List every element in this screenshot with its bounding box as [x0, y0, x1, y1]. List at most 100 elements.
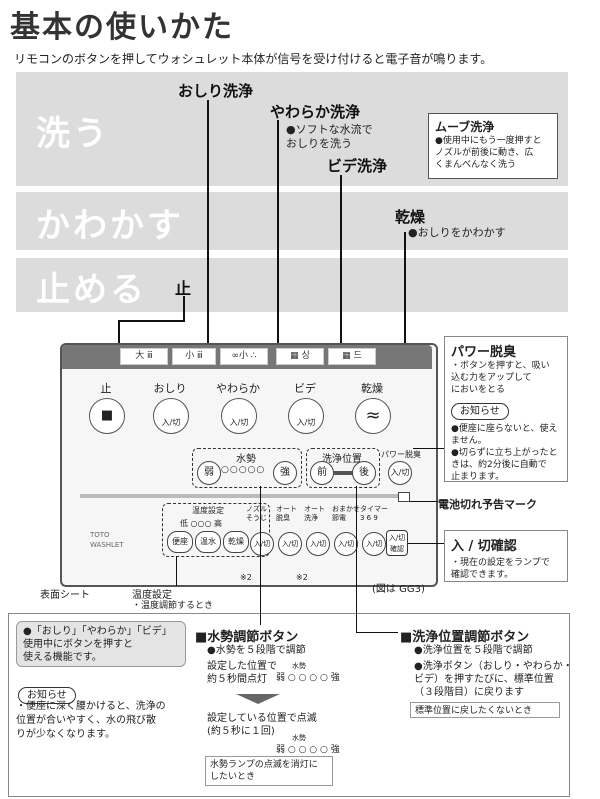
tab-small[interactable]: 小 ⅲ [172, 348, 216, 365]
label-temp-sub: ・温度調節するとき [132, 601, 214, 611]
position-section-title: ■洗浄位置調節ボタン [400, 630, 530, 645]
yawaraka-button[interactable]: 入/切 [221, 398, 257, 434]
power-panel: パワー脱臭 ・ボタンを押すと、吸い 込む力をアップして においをとる お知らせ … [444, 336, 568, 482]
callout-kanso: 乾燥 [395, 208, 426, 226]
scale-1: 弱 ○ ○ ○ ○ 強 [276, 673, 340, 683]
water-section-title: ■水勢調節ボタン [195, 630, 299, 645]
label-temp: 温度設定 [132, 590, 172, 601]
callout-stop: 止 [175, 279, 192, 298]
callout-bidet: ビデ洗浄 [327, 157, 388, 175]
water-level-dots: ○○○○○ [221, 465, 266, 475]
label-timer: タイマー 3 6 9 [360, 505, 388, 522]
tab-eco-small[interactable]: ∞小 ∴ [220, 348, 268, 365]
scale-top-1: 水勢 [292, 662, 306, 670]
band-stop: 止める [16, 258, 568, 312]
note2-right: ※2 [296, 573, 308, 582]
battery-label: 電池切れ予告マーク [438, 498, 537, 511]
position-step3: 標準位置に戻したくないとき [410, 702, 560, 718]
power-panel-notes: ●便座に座らないと、使え ません。 ●切らずに立ち上がったと きは、約2分後に自… [451, 424, 558, 482]
move-wash-box: ムーブ洗浄 ●使用中にもう一度押すと ノズルが前後に動き、広 くまんべんなく洗う [428, 113, 558, 179]
auto-deodorize-button[interactable]: 入/切 [278, 532, 302, 556]
bottom-notice-badge: お知らせ [18, 687, 76, 704]
temp-label: 温度設定 [192, 506, 224, 515]
note2-left: ※2 [240, 573, 252, 582]
temp-water-button[interactable]: 温水 [195, 531, 221, 553]
kanso-button[interactable]: ≈ [355, 398, 391, 434]
band-dry-label: かわかす [36, 206, 184, 246]
move-text: ●使用中にもう一度押すと ノズルが前後に動き、広 くまんべんなく洗う [435, 136, 542, 170]
page-title: 基本の使いかた [10, 10, 234, 45]
kakunin-button[interactable]: 入/切 確認 [386, 530, 408, 556]
kakunin-panel-title: 入 / 切確認 [451, 539, 517, 554]
power-deodorize-label: パワー脱臭 [381, 450, 421, 459]
dryer-icon: ≈ [365, 405, 381, 426]
position-label: 洗浄位置 [322, 454, 362, 465]
label-eco: おまかせ 節電 [332, 505, 360, 522]
power-notice-badge: お知らせ [451, 403, 509, 420]
label-yawaraka: やわらか [216, 382, 260, 395]
oshiri-button[interactable]: 入/切 [153, 398, 189, 434]
position-front-button[interactable]: 前 [310, 461, 334, 485]
tab-large[interactable]: 大 ⅲ [120, 348, 168, 365]
eco-button[interactable]: 入/切 [334, 532, 358, 556]
bottom-notice-text: ・便座に深く腰かけると、洗浄の 位置が合いやすく、水の飛び散 りが少なくなります… [16, 701, 166, 740]
water-step4: 水勢ランプの点滅を消灯に したいとき [205, 756, 333, 786]
callout-yawaraka-note: ●ソフトな水流で おしりを洗う [286, 123, 373, 150]
power-panel-title: パワー脱臭 [451, 345, 517, 360]
water-weak-button[interactable]: 弱 [197, 461, 221, 485]
battery-lamp-bar [80, 494, 410, 498]
temp-group [162, 503, 270, 557]
water-group [192, 448, 302, 488]
bottom-note1: ●「おしり」「やわらか」「ビデ」 使用中にボタンを押すと 使える機能です。 [16, 621, 186, 667]
bidet-button[interactable]: 入/切 [288, 398, 324, 434]
power-deodorize-button[interactable]: 入/切 [388, 461, 412, 485]
scale-2: 弱 ○ ○ ○ ○ 強 [276, 745, 340, 755]
move-title: ムーブ洗浄 [435, 120, 495, 134]
washlet-logo: TOTO WASHLET [90, 531, 124, 549]
kakunin-panel-text: ・現在の設定をランプで 確認できます。 [451, 558, 550, 580]
callout-kanso-note: ●おしりをかわかす [408, 226, 506, 239]
nozzle-clean-button[interactable]: 入/切 [250, 532, 274, 556]
kakunin-panel: 入 / 切確認 ・現在の設定をランプで 確認できます。 [444, 530, 568, 582]
scale-top-2: 水勢 [292, 734, 306, 742]
water-step3: 設定している位置で点滅 (約５秒に１回) [207, 713, 317, 737]
temp-seat-button[interactable]: 便座 [167, 531, 193, 553]
temp-scale: 低 ○○○ 高 [180, 519, 223, 528]
position-back-button[interactable]: 後 [352, 461, 376, 485]
figure-note: (図は GG3) [372, 584, 425, 595]
position-step1: ●洗浄位置を５段階で調節 [414, 645, 533, 656]
callout-yawaraka: やわらか洗浄 [270, 103, 361, 121]
water-step2: 設定した位置で 約５秒間点灯 [207, 661, 277, 685]
tab-user2[interactable]: ▦ 드 [328, 348, 376, 365]
water-strong-button[interactable]: 強 [273, 461, 297, 485]
down-arrow-icon [236, 694, 280, 704]
water-label: 水勢 [236, 454, 256, 465]
band-stop-label: 止める [36, 270, 147, 310]
remote-top-bar: 大 ⅲ 小 ⅲ ∞小 ∴ ▦ 싱 ▦ 드 [62, 345, 432, 369]
label-nozzle: ノズル そうじ [246, 505, 267, 522]
timer-button[interactable]: 入/切 [362, 532, 386, 556]
label-stop: 止 [100, 382, 112, 395]
battery-icon [398, 492, 410, 502]
callout-oshiri: おしり洗浄 [178, 82, 254, 100]
temp-dryer-button[interactable]: 乾燥 [223, 531, 249, 553]
yawaraka-icon: 入/切 [229, 418, 249, 427]
label-oshiri: おしり [153, 382, 187, 395]
auto-wash-button[interactable]: 入/切 [306, 532, 330, 556]
water-step1: ●水勢を５段階で調節 [207, 645, 306, 656]
tab-user1[interactable]: ▦ 싱 [276, 348, 324, 365]
label-auto-wash: オート 洗浄 [304, 505, 325, 522]
band-dry: かわかす [16, 192, 568, 250]
stop-button[interactable]: ■ [89, 398, 125, 434]
power-panel-text: ・ボタンを押すと、吸い 込む力をアップして においをとる [451, 361, 550, 395]
band-wash-label: 洗う [36, 114, 110, 154]
label-bidet: ビデ [294, 382, 316, 395]
label-kanso: 乾燥 [361, 382, 383, 395]
label-sheet: 表面シート [40, 590, 90, 601]
position-bar [333, 471, 353, 475]
position-step2: ●洗浄ボタン（おしり・やわらか・ ビデ）を押すたびに、標準位置 （３段階目）に戻… [414, 661, 573, 698]
bottom-section [8, 613, 570, 797]
position-group [306, 448, 380, 488]
bidet-icon: 入/切 [296, 418, 316, 427]
oshiri-icon: 入/切 [161, 418, 181, 427]
